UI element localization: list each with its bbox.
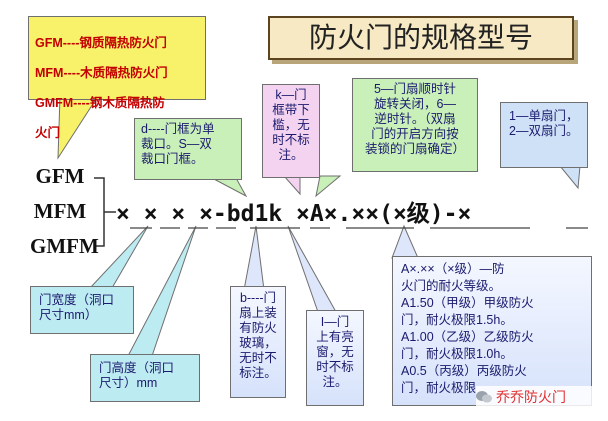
callout-door-frame: d----门框为单 裁口。S—双 裁口门框。 [134, 118, 242, 180]
callout-leaf-count: 1—单扇门， 2—双扇门。 [500, 102, 588, 168]
callout-width: 门宽度（洞口 尺寸mm） [30, 286, 134, 334]
model-gmfm: GMFM [30, 234, 99, 258]
pointer-hinge [315, 175, 342, 198]
type-code-gmfm-cont: 火门 [35, 126, 61, 140]
model-formula: × × × ×-bd1k ×A×.××(×级)-× [116, 201, 472, 227]
watermark-text: 乔乔防火门 [496, 389, 566, 405]
pointer-height [127, 225, 197, 357]
callout-lower-frame: k—门 框带下 槛，无 时不标 注。 [262, 84, 320, 178]
callout-hinge: 5—门扇顺时针 旋转关闭，6— 逆时针。（双扇 门的开启方向按 装锁的门扇确定） [352, 78, 478, 172]
model-gfm: GFM [35, 164, 85, 188]
pointer-lower-frame [282, 175, 301, 196]
pointer-rating [391, 224, 419, 259]
wechat-icon [476, 388, 492, 403]
watermark: 乔乔防火门 [476, 386, 602, 408]
type-code-mfm: MFM----木质隔热防火门 [35, 66, 168, 80]
type-code-gfm: GFM----钢质隔热防火门 [35, 36, 167, 50]
callout-glass: b----门 扇上装 有防火 玻璃， 无时不 标注。 [230, 286, 286, 398]
page-title: 防火门的规格型号 [268, 16, 574, 60]
callout-type-codes: GFM----钢质隔热防火门 MFM----木质隔热防火门 GMFM----钢木… [28, 16, 206, 140]
pointer-glass [243, 225, 265, 291]
pointer-transom [287, 225, 337, 313]
callout-transom: I—门 上有亮 窗，无 时不标 注。 [306, 310, 364, 406]
pointer-leaf-count [558, 165, 581, 190]
model-bracket [94, 177, 116, 247]
model-mfm: MFM [33, 199, 87, 223]
type-code-gmfm: GMFM----钢木质隔热防 [35, 96, 165, 110]
callout-height: 门高度（洞口 尺寸）mm [90, 354, 200, 402]
callout-rating: A×.××（×级）—防 火门的耐火等级。 A1.50（甲级）甲级防火 门，耐火极… [392, 256, 592, 406]
